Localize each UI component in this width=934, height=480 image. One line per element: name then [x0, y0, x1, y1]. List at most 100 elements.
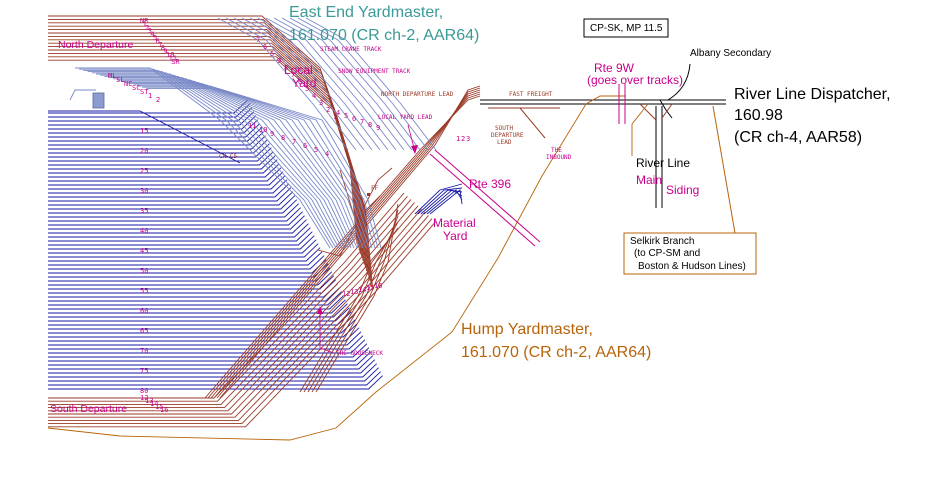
- cn-cs-label: CN CS: [219, 153, 237, 160]
- tail-track-number-2: 2: [156, 96, 160, 104]
- lead-upper-number-7: 7: [360, 118, 364, 126]
- local-yard-track: [91, 72, 343, 249]
- gooseneck-track: [315, 203, 399, 393]
- south-departure-track: [48, 211, 426, 418]
- class-yard-track: [48, 335, 364, 350]
- class-yard-track: [48, 151, 274, 166]
- south-lead-number-3: 3: [466, 135, 470, 143]
- class-yard-track: [48, 271, 333, 286]
- local-yard-track: [133, 84, 373, 249]
- class-yard-track: [48, 135, 266, 150]
- south-departure-track: [48, 192, 405, 399]
- east-end-yardmaster-freq: 161.070 (CR ch-2, AAR64): [289, 27, 479, 44]
- class-yard-track: [48, 375, 383, 390]
- south-departure-number-12: 12: [140, 394, 148, 402]
- class-track-number-40: 40: [140, 227, 148, 235]
- gooseneck-track: [303, 221, 399, 393]
- class-yard-track: [48, 147, 272, 162]
- local-yard-number-6: 6: [263, 43, 267, 51]
- local-yard-number-5: 5: [270, 50, 274, 58]
- class-yard-track: [48, 299, 346, 314]
- class-track-number-75: 75: [140, 367, 148, 375]
- gooseneck-number-16: 16: [374, 282, 382, 290]
- track-number-labels: 1520253035404550556065707580NR1234567891…: [108, 17, 470, 414]
- east-end-yard-track: [297, 17, 429, 151]
- class-yard-track: [48, 219, 307, 234]
- north-departure-number-SR: SR: [171, 58, 180, 66]
- class-yard-track: [48, 235, 315, 250]
- class-yard-track: [48, 207, 301, 222]
- class-yard-track: [48, 183, 290, 198]
- local-yard-track: [83, 69, 337, 249]
- class-track-number-55: 55: [140, 287, 148, 295]
- tail-track-number-1: 1: [148, 92, 152, 100]
- north-departure-track: [48, 49, 370, 279]
- class-yard-track: [48, 199, 298, 214]
- lead-upper-number-5: 5: [344, 112, 348, 120]
- local-yard-number-5: 5: [305, 85, 309, 93]
- class-yard-track: [48, 371, 381, 386]
- siding-label: Siding: [666, 183, 699, 197]
- class-yard-track: [48, 187, 292, 202]
- departure-lead-track: [216, 87, 481, 399]
- north-departure-number-6: 6: [156, 37, 160, 45]
- tail-track-number-SC: SC: [132, 84, 140, 92]
- local-lower-number-5: 5: [314, 146, 318, 154]
- east-end-yard-track: [289, 17, 421, 151]
- class-yard-track: [48, 215, 305, 230]
- local-lower-number-8: 8: [281, 134, 285, 142]
- material-yard-track: [414, 183, 463, 215]
- local-yard-number-9: 9: [277, 57, 281, 65]
- material-yard-track: [420, 189, 463, 215]
- hump-yardmaster-freq: 161.070 (CR ch-2, AAR64): [461, 344, 651, 361]
- local-yard-label-2: Yard: [292, 76, 316, 90]
- material-yard-label-1: Material: [433, 216, 476, 230]
- class-yard-track: [48, 231, 313, 246]
- class-yard-track: [48, 203, 300, 218]
- east-end-yard-track: [265, 17, 397, 151]
- river-line-dispatcher-freq: 160.98: [734, 107, 783, 124]
- gooseneck-track: [311, 209, 399, 393]
- south-lead-number-1: 1: [456, 135, 460, 143]
- ff-label: FF: [371, 185, 379, 192]
- east-end-yard-track: [305, 17, 437, 151]
- local-yard-number-2: 2: [326, 106, 330, 114]
- south-departure-lead-track: [519, 107, 546, 139]
- class-yard-track: [48, 171, 284, 186]
- albany-pointer-line: [667, 63, 691, 101]
- north-departure-lead-label: NORTH DEPARTURE LEAD: [381, 91, 454, 98]
- south-departure-number-13: 13: [145, 397, 153, 405]
- local-lower-number-6: 6: [303, 142, 307, 150]
- class-yard-track: [48, 367, 379, 382]
- the-inbound-label-1: THE: [551, 147, 562, 154]
- class-yard-track: [48, 255, 325, 270]
- class-yard-track: [48, 259, 327, 274]
- lead-upper-number-8: 8: [368, 121, 372, 129]
- class-track-number-45: 45: [140, 247, 148, 255]
- north-departure-number-4: 4: [150, 31, 154, 39]
- river-line-dispatcher-title: River Line Dispatcher,: [734, 86, 891, 103]
- class-yard-track: [48, 303, 348, 318]
- local-yard-track: [100, 74, 349, 249]
- south-departure-number-15: 15: [155, 403, 163, 411]
- local-yard-track: [112, 78, 358, 249]
- rte-396-label: Rte 396: [469, 177, 511, 191]
- the-inbound-label-2: INBOUND: [546, 154, 572, 161]
- east-end-yard-track: [241, 17, 373, 151]
- lead-upper-number-9: 9: [376, 124, 380, 132]
- east-end-yard-track: [257, 17, 389, 151]
- south-lead-number-2: 2: [461, 135, 465, 143]
- class-yard-track: [48, 223, 309, 238]
- class-yard-track: [48, 139, 268, 154]
- ff-track: [339, 167, 393, 224]
- east-end-yard-track: [233, 17, 365, 151]
- hump-yardmaster-title: Hump Yardmaster,: [461, 321, 593, 338]
- class-yard-track: [48, 127, 262, 142]
- albany-secondary-label: Albany Secondary: [690, 48, 771, 59]
- class-track-number-65: 65: [140, 327, 148, 335]
- departure-lead-track: [219, 85, 481, 399]
- class-yard-track: [48, 295, 344, 310]
- local-yard-number-7: 7: [291, 71, 295, 79]
- south-departure-lead-label-2: DEPARTURE: [491, 132, 524, 139]
